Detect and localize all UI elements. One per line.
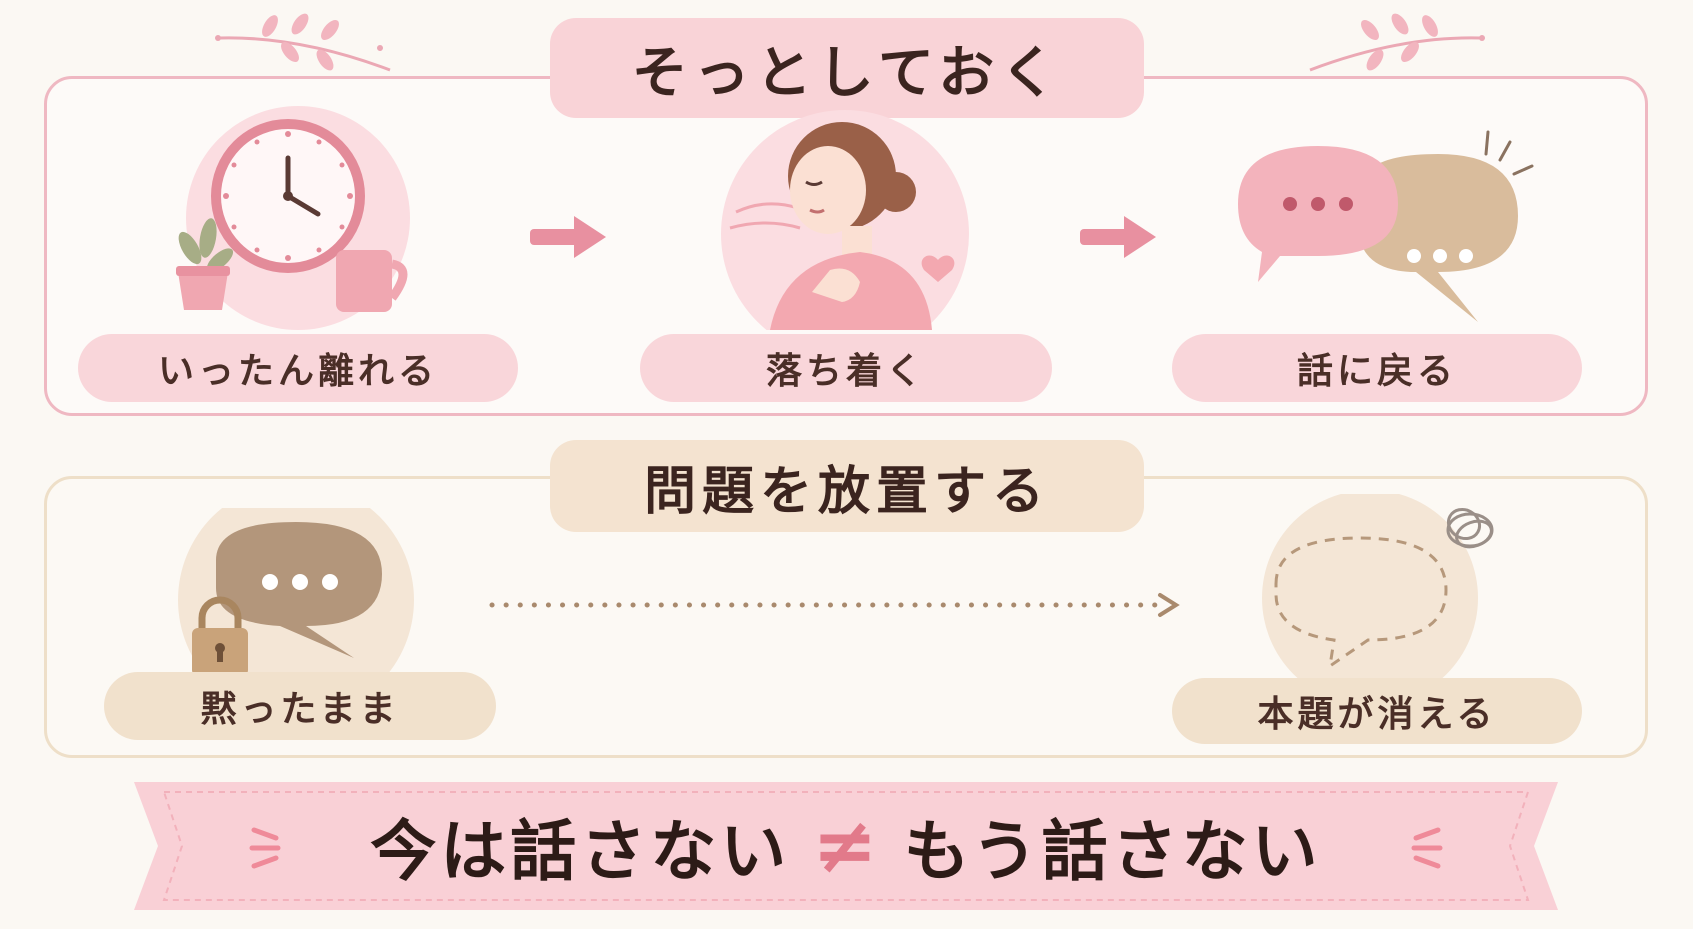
clock-mug-plant-icon xyxy=(176,106,410,330)
banner-content: 今は話さない ≠ もう話さない xyxy=(134,782,1558,910)
speech-bubbles-icon xyxy=(1238,130,1534,322)
step-label-return-to-talk: 話に戻る xyxy=(1172,334,1582,402)
banner-right-text: もう話さない xyxy=(903,813,1322,890)
banner-ribbon xyxy=(134,782,1558,910)
arrow-right-icon xyxy=(1080,216,1156,258)
branch-left-decoration xyxy=(215,13,391,72)
dotted-arrow-icon xyxy=(489,593,1180,617)
section-title-neglect: 問題を放置する xyxy=(550,440,1144,532)
locked-speech-bubble-icon xyxy=(178,508,414,678)
calm-breathing-person-icon xyxy=(721,110,969,330)
empty-dashed-bubble-icon xyxy=(1262,494,1494,684)
arrow-right-icon xyxy=(530,216,606,258)
step-label-stay-silent: 黙ったまま xyxy=(104,672,496,740)
step-label-topic-vanishes: 本題が消える xyxy=(1172,678,1582,744)
section-title-pause: そっとしておく xyxy=(550,18,1144,118)
not-equal-symbol: ≠ xyxy=(812,801,882,891)
banner-text: 今は話さない ≠ もう話さない xyxy=(134,782,1558,910)
branch-right-decoration xyxy=(1309,13,1485,72)
banner-left-text: 今は話さない xyxy=(370,813,791,890)
step-label-calm-down: 落ち着く xyxy=(640,334,1052,402)
step-label-step-away: いったん離れる xyxy=(78,334,518,402)
